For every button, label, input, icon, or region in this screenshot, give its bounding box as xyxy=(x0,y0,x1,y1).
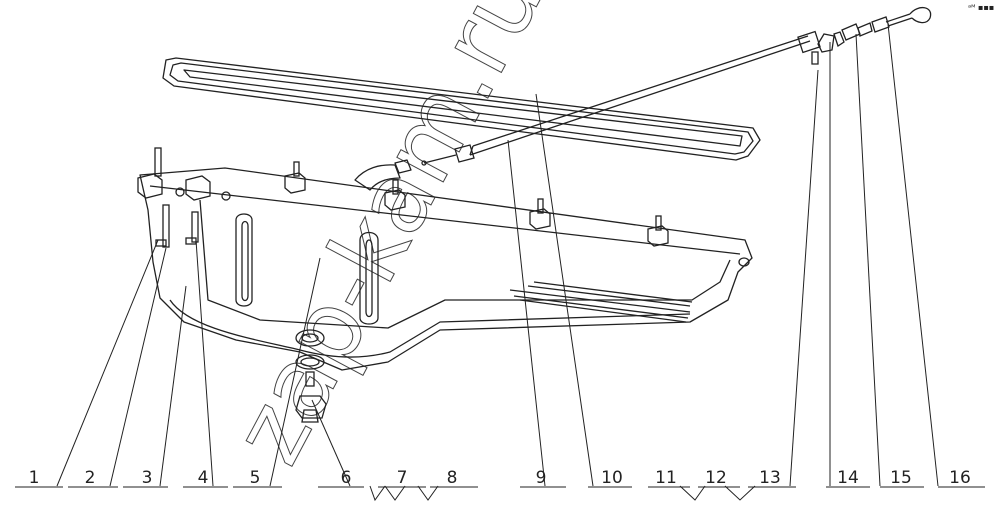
callout-label-7: 7 xyxy=(397,468,408,488)
watermark-text: zap-kam.ru xyxy=(211,0,564,481)
callout-label-16: 16 xyxy=(949,468,971,488)
callout-label-13: 13 xyxy=(759,468,781,488)
callout-label-12: 12 xyxy=(705,468,727,488)
callout-label-11: 11 xyxy=(655,468,677,488)
callout-label-5: 5 xyxy=(250,468,261,488)
drain-plug-assembly xyxy=(295,329,327,423)
leader-lines xyxy=(56,23,939,502)
callout-label-8: 8 xyxy=(447,468,458,488)
callout-label-1: 1 xyxy=(29,468,40,488)
callout-label-15: 15 xyxy=(890,468,912,488)
oil-pan-body xyxy=(139,159,753,371)
callout-label-6: 6 xyxy=(341,468,352,488)
callout-label-10: 10 xyxy=(601,468,623,488)
callout-label-3: 3 xyxy=(142,468,153,488)
callout-label-4: 4 xyxy=(198,468,209,488)
dipstick-tube-assembly xyxy=(421,7,932,166)
watermark: zap-kam.ru xyxy=(211,0,565,481)
oil-pan-gasket xyxy=(162,57,761,161)
corner-mark: ᵃᴹ ▪▪▪ xyxy=(968,3,994,12)
callout-label-9: 9 xyxy=(536,468,547,488)
callout-label-14: 14 xyxy=(837,468,859,488)
callout-label-2: 2 xyxy=(85,468,96,488)
